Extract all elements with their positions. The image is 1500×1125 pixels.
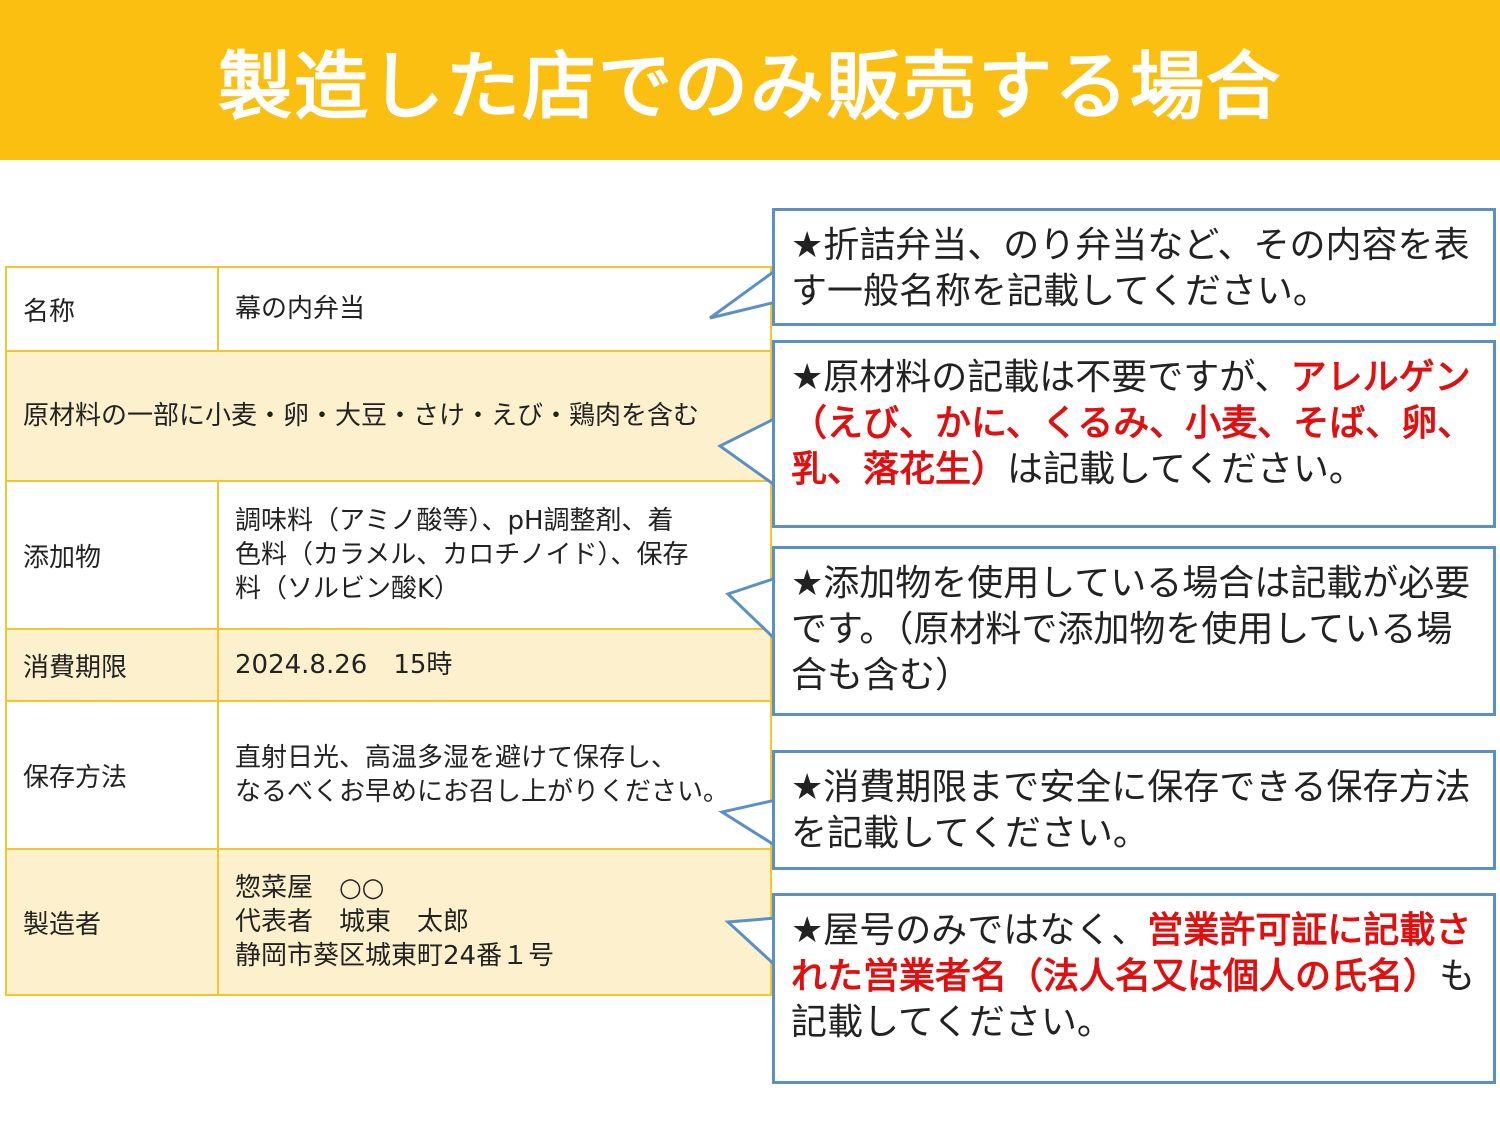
allergen-callout: ★原材料の記載は不要ですが、アレルゲン（えび、かに、くるみ、小麦、そば、卵、乳、… xyxy=(772,340,1496,528)
maker-callout-intro: ★屋号のみではなく、 xyxy=(791,910,1148,951)
name-key: 名称 xyxy=(7,268,219,350)
maker-value: 惣菜屋 ○○ 代表者 城東 太郎 静岡市葵区城東町24番１号 xyxy=(235,873,555,971)
maker-key: 製造者 xyxy=(7,850,219,994)
name-value: 幕の内弁当 xyxy=(235,294,366,324)
label-row-expiry: 消費期限 2024.8.26 15時 xyxy=(7,628,770,700)
storage-callout-tail xyxy=(718,798,778,849)
title-banner: 製造した店でのみ販売する場合 xyxy=(0,0,1500,160)
additive-callout-tail xyxy=(725,575,778,644)
page-title: 製造した店でのみ販売する場合 xyxy=(218,43,1282,130)
additive-callout-text: ★添加物を使用している場合は記載が必要です。（原材料で添加物を使用している場合も… xyxy=(791,563,1471,696)
storage-callout-text: ★消費期限まで安全に保存できる保存方法を記載してください。 xyxy=(791,767,1471,854)
additives-key: 添加物 xyxy=(7,482,219,628)
allergen-callout-tail xyxy=(717,415,778,489)
label-row-raw-materials: 原材料の一部に小麦・卵・大豆・さけ・えび・鶏肉を含む xyxy=(7,350,770,480)
maker-required-name: 営業許可証に記載された営業者名（法人名又は個人の氏名） xyxy=(791,910,1472,997)
label-row-name: 名称 幕の内弁当 xyxy=(7,268,770,350)
maker-callout: ★屋号のみではなく、営業許可証に記載された営業者名（法人名又は個人の氏名）も記載… xyxy=(772,893,1496,1084)
name-callout-text: ★折詰弁当、のり弁当など、その内容を表す一般名称を記載してください。 xyxy=(791,225,1470,312)
label-row-maker: 製造者 惣菜屋 ○○ 代表者 城東 太郎 静岡市葵区城東町24番１号 xyxy=(7,848,770,994)
expiry-key: 消費期限 xyxy=(7,630,219,700)
food-label-table: 名称 幕の内弁当 原材料の一部に小麦・卵・大豆・さけ・えび・鶏肉を含む 添加物 … xyxy=(5,266,772,996)
additives-value: 調味料（アミノ酸等）、pH調整剤、着 色料（カラメル、カロチノイド）、保存 料（… xyxy=(235,506,689,604)
storage-callout: ★消費期限まで安全に保存できる保存方法を記載してください。 xyxy=(772,750,1496,870)
label-row-storage: 保存方法 直射日光、高温多湿を避けて保存し、 なるべくお早めにお召し上がりくださ… xyxy=(7,700,770,848)
name-callout: ★折詰弁当、のり弁当など、その内容を表す一般名称を記載してください。 xyxy=(772,208,1496,326)
allergen-callout-intro: ★原材料の記載は不要ですが、 xyxy=(791,357,1291,398)
maker-callout-outro: も記載してください。 xyxy=(791,956,1476,1043)
storage-key: 保存方法 xyxy=(7,702,219,848)
name-callout-tail xyxy=(709,267,778,320)
raw-materials-value: 原材料の一部に小麦・卵・大豆・さけ・えび・鶏肉を含む xyxy=(23,401,700,431)
allergen-callout-outro: は記載してください。 xyxy=(1007,449,1365,490)
additive-callout: ★添加物を使用している場合は記載が必要です。（原材料で添加物を使用している場合も… xyxy=(772,546,1496,716)
maker-callout-tail xyxy=(724,916,778,970)
label-row-additives: 添加物 調味料（アミノ酸等）、pH調整剤、着 色料（カラメル、カロチノイド）、保… xyxy=(7,480,770,628)
storage-value: 直射日光、高温多湿を避けて保存し、 なるべくお早めにお召し上がりください。 xyxy=(235,743,730,807)
expiry-value: 2024.8.26 15時 xyxy=(235,650,453,680)
allergen-list: アレルゲン（えび、かに、くるみ、小麦、そば、卵、乳、落花生） xyxy=(791,357,1474,490)
